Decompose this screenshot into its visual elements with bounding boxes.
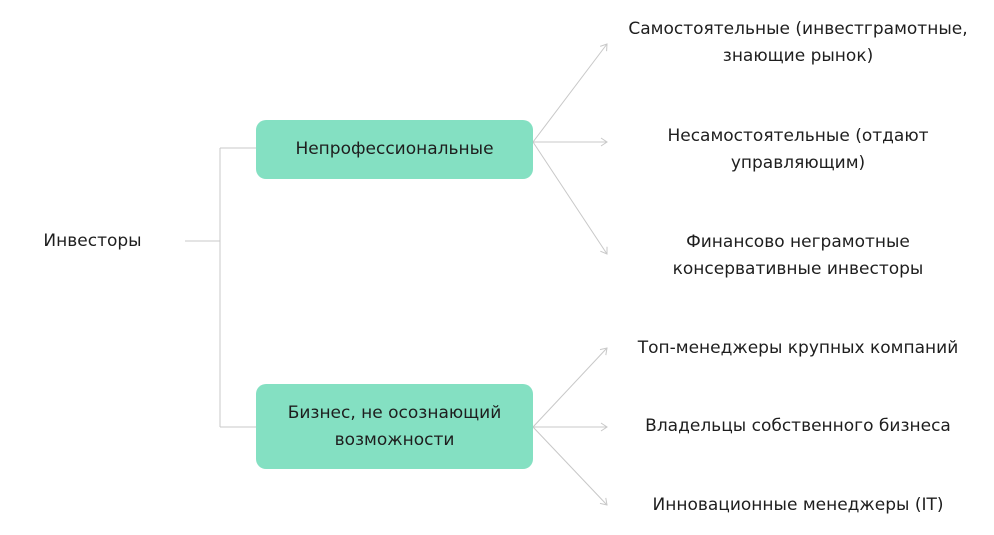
group-node-business: Бизнес, не осознающий возможности [256, 384, 533, 469]
leaf-node: Владельцы собственного бизнеса [645, 416, 951, 436]
group-node-nonprofessional: Непрофессиональные [256, 120, 533, 179]
arrow [532, 43, 608, 143]
leaf-node: Финансово неграмотные консервативные инв… [672, 232, 924, 279]
arrow [532, 347, 608, 428]
arrow [532, 141, 608, 255]
root-node: Инвесторы [43, 231, 142, 251]
arrow [532, 426, 608, 506]
leaf-node: Инновационные менеджеры (IT) [652, 495, 944, 515]
leaf-node: Самостоятельные (инвестграмотные, знающи… [628, 19, 968, 66]
leaf-node: Топ-менеджеры крупных компаний [637, 338, 959, 358]
leaf-node: Несамостоятельные (отдают управляющим) [667, 126, 929, 173]
